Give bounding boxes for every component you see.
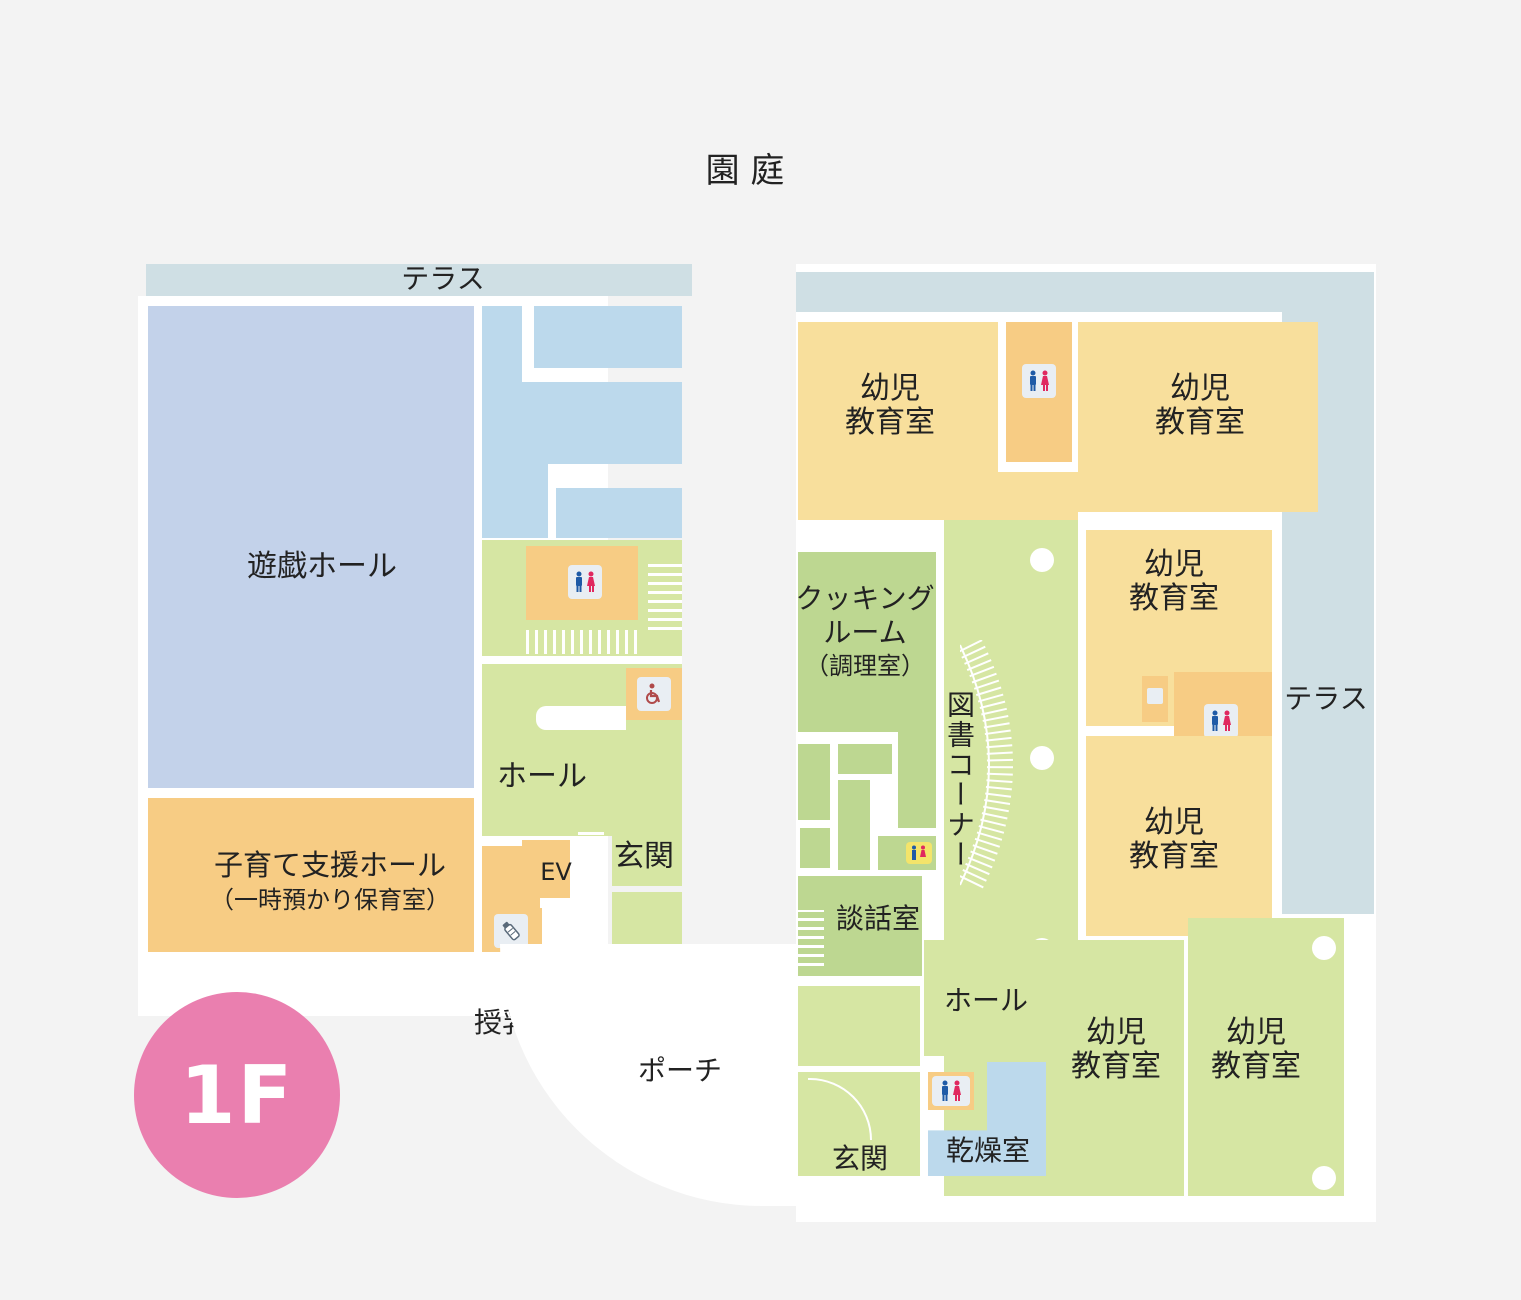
library-bookshelf-curve xyxy=(960,640,1013,890)
column xyxy=(1312,1166,1336,1190)
terrace-right-label: テラス xyxy=(1284,682,1368,715)
floor-badge: 1F xyxy=(134,992,340,1198)
column xyxy=(1030,548,1054,572)
entrance-left-lower xyxy=(612,892,682,944)
play-hall[interactable] xyxy=(148,306,474,788)
restroom-icon xyxy=(932,1076,970,1106)
wheelchair-icon xyxy=(637,677,671,711)
cooking-label-2: ルーム xyxy=(823,616,907,649)
child-restroom-icon xyxy=(1147,688,1163,704)
classroom-1-line1: 幼児 xyxy=(860,371,920,406)
classroom-6-line2: 教育室 xyxy=(1211,1049,1301,1084)
small-room-a xyxy=(900,690,936,718)
support-hall-label-1: 子育て支援ホール xyxy=(213,848,446,882)
hall-right-label: ホール xyxy=(943,984,1028,1017)
small-room-d xyxy=(898,728,936,828)
terrace-top-right xyxy=(796,272,1374,312)
support-hall-label-2: （一時預かり保育室） xyxy=(210,886,450,914)
classroom-5-line2: 教育室 xyxy=(1071,1049,1161,1084)
garden-label: 園 庭 xyxy=(705,151,785,191)
restroom-icon xyxy=(568,565,602,599)
classroom-2-line2: 教育室 xyxy=(1155,405,1245,440)
storage-room-d xyxy=(482,464,548,538)
small-room-b xyxy=(798,744,830,820)
stairs-ev-b xyxy=(548,908,606,938)
classroom-4-line2: 教育室 xyxy=(1129,839,1219,874)
classroom-5[interactable] xyxy=(1056,944,1184,1196)
restroom-icon xyxy=(1022,364,1056,398)
classroom-6-line1: 幼児 xyxy=(1226,1015,1286,1050)
classroom-3-line1: 幼児 xyxy=(1144,547,1204,582)
classroom-4[interactable] xyxy=(1086,736,1272,936)
terrace-top-label: テラス xyxy=(401,262,485,295)
stairs-left-a xyxy=(526,630,638,654)
library-label: 図書コーナー xyxy=(943,690,976,870)
terrace-top-left xyxy=(146,264,692,296)
support-hall[interactable] xyxy=(148,798,474,952)
child-restroom-icon xyxy=(906,842,932,864)
column xyxy=(1312,936,1336,960)
hall-left-corridor xyxy=(536,706,626,730)
drying-room-label: 乾燥室 xyxy=(945,1134,1030,1167)
talk-room-label: 談話室 xyxy=(835,902,920,935)
storage-room-b xyxy=(534,306,682,368)
stairs-talk xyxy=(798,910,824,966)
classroom-1-line2: 教育室 xyxy=(845,405,935,440)
classroom-5-line1: 幼児 xyxy=(1086,1015,1146,1050)
porch-label: ポーチ xyxy=(637,1054,722,1087)
elevator-label: EV xyxy=(540,858,572,886)
stairs-left-b xyxy=(648,562,682,630)
entrance-right[interactable] xyxy=(798,986,920,1066)
cooking-label-3: （調理室） xyxy=(805,652,925,680)
classroom-1[interactable] xyxy=(798,322,998,520)
classroom-4-line1: 幼児 xyxy=(1144,805,1204,840)
classroom-3-line2: 教育室 xyxy=(1129,581,1219,616)
classroom-top-middle-strip xyxy=(998,472,1078,520)
play-hall-label: 遊戯ホール xyxy=(247,549,397,584)
storage-room-e xyxy=(556,488,682,538)
baby-bottle-icon xyxy=(494,914,528,948)
cooking-label-1: クッキング xyxy=(795,582,935,615)
classroom-2-line1: 幼児 xyxy=(1170,371,1230,406)
entrance-left-label: 玄関 xyxy=(614,839,674,874)
entrance-right-label: 玄関 xyxy=(831,1142,888,1175)
hall-left-divider xyxy=(482,656,682,664)
storage-room-c xyxy=(482,382,682,464)
small-room-c xyxy=(838,744,892,774)
hall-left-label: ホール xyxy=(497,759,587,794)
classroom-6[interactable] xyxy=(1188,918,1344,1196)
classroom-2[interactable] xyxy=(1078,322,1318,512)
stairs-ev xyxy=(578,826,604,916)
small-room-e xyxy=(838,780,870,870)
small-room-f xyxy=(800,828,830,868)
column xyxy=(1030,746,1054,770)
elevator[interactable] xyxy=(522,840,570,898)
restroom-icon xyxy=(1204,704,1238,738)
entrance-left[interactable] xyxy=(612,820,682,886)
